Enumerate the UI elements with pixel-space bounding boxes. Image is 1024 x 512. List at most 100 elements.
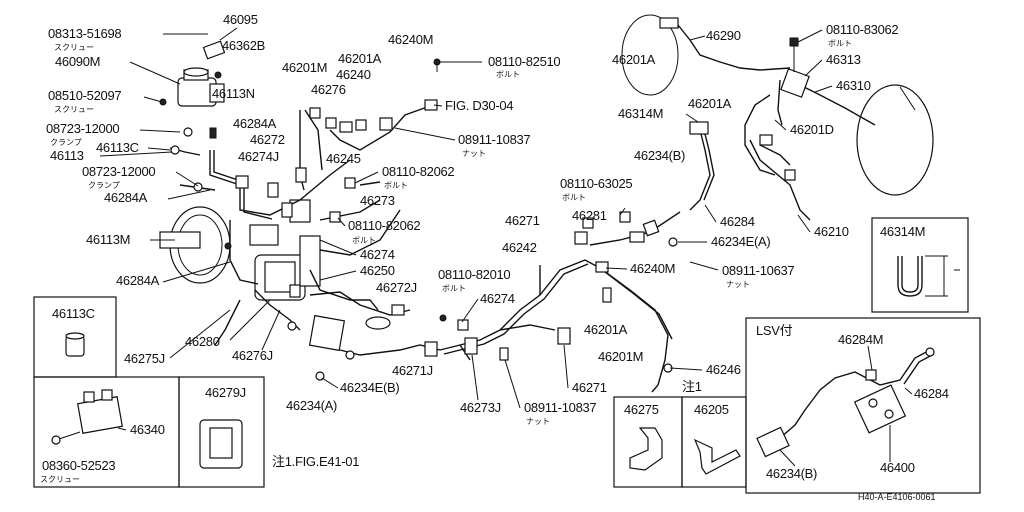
label-46271: 46271 [505, 213, 540, 228]
brake-booster [150, 206, 231, 284]
label-08911-10837: 08911-10837 [458, 132, 530, 147]
note-bolt: ボルト [496, 70, 520, 79]
inset-46279j: 46279J [178, 376, 265, 488]
label-46313: 46313 [826, 52, 861, 67]
label-46113c: 46113C [96, 140, 139, 155]
inset-lsv-title: LSV付 [756, 323, 793, 338]
label-46095: 46095 [223, 12, 258, 27]
label-46276: 46276 [311, 82, 346, 97]
label-46113n: 46113N [212, 86, 255, 101]
label-46274: 46274 [360, 247, 395, 262]
label-46240m: 46240M [388, 32, 433, 47]
inset-46314m: 46314M [871, 217, 969, 313]
label-46281: 46281 [572, 208, 607, 223]
label-08911-10637: 08911-10637 [722, 263, 794, 278]
label-46210: 46210 [814, 224, 849, 239]
label-46090m: 46090M [55, 54, 100, 69]
label-46240: 46240 [336, 67, 371, 82]
label-08110-82062: 08110-82062 [382, 164, 454, 179]
label-46245: 46245 [326, 151, 361, 166]
inset-46113c: 46113C [33, 296, 117, 378]
label-note1: 注1 [682, 379, 702, 394]
label-08313-51698: 08313-51698 [48, 26, 121, 41]
inset-label-08360-52523: 08360-52523 [42, 458, 115, 473]
right-brake-lines [689, 94, 811, 221]
label-46271j: 46271J [392, 363, 433, 378]
note-bolt: ボルト [828, 39, 852, 48]
label-46274: 46274 [480, 291, 515, 306]
label-46284a: 46284A [116, 273, 160, 288]
label-46246: 46246 [706, 362, 741, 377]
fittings-center [439, 211, 678, 393]
label-46274j: 46274J [238, 149, 279, 164]
label-08723-12000: 08723-12000 [46, 121, 119, 136]
label-08723-12000: 08723-12000 [82, 164, 155, 179]
note-clamp: クランプ [50, 138, 82, 147]
note-clamp: クランプ [88, 181, 120, 190]
label-08110-82010: 08110-82010 [438, 267, 510, 282]
label-46201d: 46201D [790, 122, 834, 137]
label-46113: 46113 [50, 148, 84, 163]
note-bolt: ボルト [352, 236, 376, 245]
label-08510-52097: 08510-52097 [48, 88, 121, 103]
inset-label-46314m: 46314M [880, 224, 925, 239]
label-46272: 46272 [250, 132, 285, 147]
label-46310: 46310 [836, 78, 871, 93]
label-46362b: 46362B [222, 38, 265, 53]
part-labels: 08313-51698 スクリュー 46095 46362B 46090M 08… [46, 12, 899, 469]
label-46275j: 46275J [124, 351, 165, 366]
label-46201a: 46201A [584, 322, 628, 337]
label-46290: 46290 [706, 28, 741, 43]
label-46234e-b: 46234E(B) [340, 380, 399, 395]
label-46201a: 46201A [612, 52, 656, 67]
inset-label-46284m: 46284M [838, 332, 883, 347]
inset-label-46205: 46205 [694, 402, 729, 417]
label-08911-10837: 08911-10837 [524, 400, 596, 415]
label-46272j: 46272J [376, 280, 417, 295]
inset-46340: 46340 08360-52523 スクリュー [33, 376, 180, 488]
label-46273: 46273 [360, 193, 395, 208]
label-46240m: 46240M [630, 261, 675, 276]
note-screw: スクリュー [54, 43, 94, 52]
label-46113m: 46113M [86, 232, 130, 247]
master-cylinder [177, 67, 225, 107]
inset-46275: 46275 [613, 396, 683, 488]
note-bolt: ボルト [562, 193, 586, 202]
note-bolt: ボルト [384, 181, 408, 190]
note-screw: スクリュー [54, 105, 94, 114]
note-nut: ナット [726, 280, 750, 289]
inset-label-46113c: 46113C [52, 306, 95, 321]
bracket-46362b [202, 40, 226, 60]
label-08110-82062: 08110-82062 [348, 218, 420, 233]
inset-lsv: LSV付 46284M 46284 46234(B) 46400 [745, 317, 981, 494]
label-46234a: 46234(A) [286, 398, 337, 413]
inset-46205: 46205 [681, 396, 747, 488]
label-46201m: 46201M [598, 349, 643, 364]
note-nut: ナット [462, 149, 486, 158]
label-46250: 46250 [360, 263, 395, 278]
label-46284a: 46284A [104, 190, 148, 205]
inset-label-46234b: 46234(B) [766, 466, 817, 481]
label-46234-b: 46234(B) [634, 148, 685, 163]
inset-label-46279j: 46279J [205, 385, 246, 400]
label-08110-63025: 08110-63025 [560, 176, 632, 191]
label-note1-fig: 注1.FIG.E41-01 [272, 454, 359, 469]
label-46242: 46242 [502, 240, 537, 255]
label-fig-d30-04: FIG. D30-04 [445, 98, 513, 113]
leader-lines [99, 27, 916, 409]
label-46234e-a: 46234E(A) [711, 234, 770, 249]
inset-label-46340: 46340 [130, 422, 165, 437]
label-46276j: 46276J [232, 348, 273, 363]
inset-label-46284: 46284 [914, 386, 949, 401]
inset-label-46275: 46275 [624, 402, 659, 417]
diagram-code: H40-A-E4106-0061 [858, 492, 936, 502]
note-screw: スクリュー [40, 475, 80, 484]
label-08110-83062: 08110-83062 [826, 22, 898, 37]
note-nut: ナット [526, 417, 550, 426]
label-46314m: 46314M [618, 106, 663, 121]
note-bolt: ボルト [442, 284, 466, 293]
inset-label-46400: 46400 [880, 460, 915, 475]
label-46284a: 46284A [233, 116, 277, 131]
label-46273j: 46273J [460, 400, 501, 415]
